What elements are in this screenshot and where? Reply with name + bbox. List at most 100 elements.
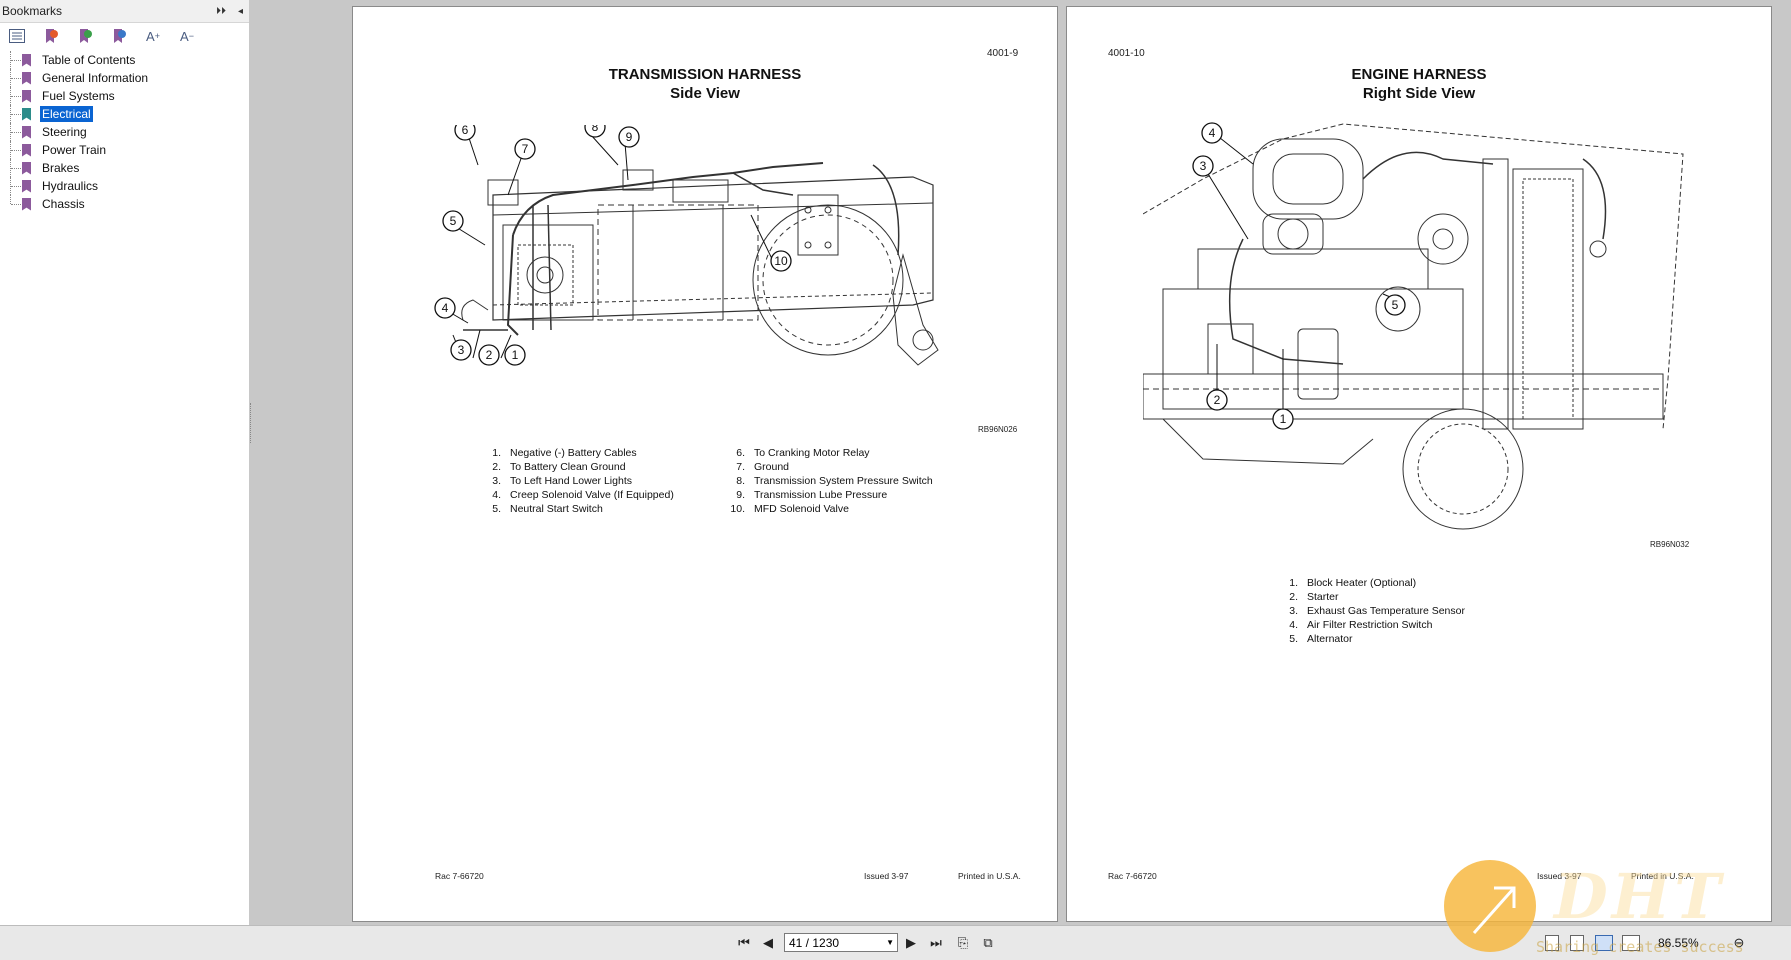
pdf-page-right: 4001-10 ENGINE HARNESS Right Side View <box>1066 6 1772 922</box>
tree-connector <box>10 105 23 123</box>
callout-5: 5 <box>442 210 464 232</box>
continuous-view-icon[interactable] <box>1570 935 1584 951</box>
first-page-icon[interactable]: ⏮ <box>738 935 750 950</box>
legend-column-2: 6.To Cranking Motor Relay 7.Ground 8.Tra… <box>729 446 933 516</box>
bookmark-icon <box>22 71 31 85</box>
bookmark-item[interactable]: Fuel Systems <box>0 87 249 105</box>
bookmark-item[interactable]: Chassis <box>0 195 249 213</box>
bookmark-icon <box>22 89 31 103</box>
footer-doc-id: Rac 7-66720 <box>1108 871 1157 881</box>
next-page-icon[interactable]: ▶ <box>906 935 916 950</box>
svg-text:3: 3 <box>458 343 465 357</box>
tree-connector <box>10 159 23 177</box>
footer-printed: Printed in U.S.A. <box>958 871 1021 881</box>
page-title: TRANSMISSION HARNESS Side View <box>353 65 1057 103</box>
last-page-icon[interactable]: ⏭ <box>930 935 942 950</box>
tree-connector <box>10 177 23 195</box>
decrease-font-icon[interactable]: A− <box>180 28 194 44</box>
bookmark-item[interactable]: General Information <box>0 69 249 87</box>
legend-item: 4.Air Filter Restriction Switch <box>1289 619 1433 631</box>
panel-close-icon[interactable]: ◂ <box>237 5 243 17</box>
legend-item: 5.Neutral Start Switch <box>492 503 603 515</box>
legend-item: 7.Ground <box>736 461 790 473</box>
bookmarks-title: Bookmarks <box>2 4 63 18</box>
bookmark-item[interactable]: Power Train <box>0 141 249 159</box>
transmission-harness-diagram: 6 7 8 9 5 4 3 2 1 10 <box>434 125 939 366</box>
callout-3: 3 <box>1192 155 1214 177</box>
previous-page-icon[interactable]: ◀ <box>763 935 773 950</box>
callout-2: 2 <box>478 344 500 366</box>
bookmark-options-icon[interactable] <box>6 26 28 46</box>
svg-text:1: 1 <box>512 348 519 362</box>
bookmark-icon <box>22 197 31 211</box>
single-page-view-icon[interactable] <box>1545 935 1559 951</box>
bookmark-label: Power Train <box>42 143 107 157</box>
zoom-out-icon[interactable]: ⊖ <box>1733 935 1745 950</box>
facing-view-icon[interactable] <box>1595 935 1613 951</box>
callout-4: 4 <box>1201 122 1223 144</box>
page-number-input[interactable]: 41 / 1230 ▼ <box>784 933 898 952</box>
legend-item: 3.To Left Hand Lower Lights <box>492 475 632 487</box>
continuous-facing-view-icon[interactable] <box>1622 935 1640 951</box>
svg-text:2: 2 <box>486 348 493 362</box>
legend-item: 9.Transmission Lube Pressure <box>736 489 888 501</box>
bookmark-item[interactable]: Hydraulics <box>0 177 249 195</box>
increase-font-icon[interactable]: A+ <box>146 28 160 44</box>
next-view-icon[interactable]: ⧉ <box>983 935 993 950</box>
add-bookmark-icon[interactable] <box>74 26 96 46</box>
tree-connector <box>10 51 23 69</box>
page-number-value: 41 / 1230 <box>789 935 840 950</box>
figure-code: RB96N032 <box>1650 540 1690 549</box>
legend-item: 8.Transmission System Pressure Switch <box>736 475 933 487</box>
splitter-grip[interactable] <box>250 403 253 443</box>
page-title: ENGINE HARNESS Right Side View <box>1067 65 1771 103</box>
bookmark-item[interactable]: Steering <box>0 123 249 141</box>
bookmark-label: Chassis <box>42 197 85 211</box>
diagram-title: ENGINE HARNESS <box>1351 66 1487 83</box>
bookmarks-toolbar: A+ A− <box>0 23 249 49</box>
tree-connector <box>10 141 23 159</box>
pdf-page-left: 4001-9 TRANSMISSION HARNESS Side View <box>352 6 1058 922</box>
svg-text:5: 5 <box>1392 298 1399 312</box>
svg-text:4: 4 <box>1209 126 1216 140</box>
diagram-subtitle: Right Side View <box>1362 85 1476 102</box>
footer-doc-id: Rac 7-66720 <box>435 871 484 881</box>
figure-code: RB96N026 <box>978 425 1018 434</box>
bookmark-item[interactable]: Electrical <box>0 105 249 123</box>
bookmark-item[interactable]: Table of Contents <box>0 51 249 69</box>
callout-10: 10 <box>770 250 792 272</box>
svg-text:4: 4 <box>442 301 449 315</box>
bookmark-icon <box>22 125 31 139</box>
zoom-level[interactable]: 86.55% <box>1658 936 1699 950</box>
callout-4: 4 <box>434 297 456 319</box>
callout-5: 5 <box>1384 294 1406 316</box>
bookmark-label: Fuel Systems <box>42 89 115 103</box>
delete-bookmark-icon[interactable] <box>108 26 130 46</box>
engine-harness-diagram: 4 3 5 2 1 <box>1143 122 1684 530</box>
bookmark-label: Brakes <box>42 161 80 175</box>
bookmark-item[interactable]: Brakes <box>0 159 249 177</box>
tree-connector <box>10 87 23 105</box>
footer-printed: Printed in U.S.A. <box>1631 871 1694 881</box>
bookmark-label: Electrical <box>40 106 93 122</box>
bookmark-icon <box>22 107 31 121</box>
callout-8: 8 <box>584 125 606 138</box>
panel-collapse-icon[interactable]: ⏵⏵ <box>215 5 226 17</box>
expand-bookmark-icon[interactable] <box>40 26 62 46</box>
panel-splitter[interactable] <box>249 0 253 925</box>
callout-1: 1 <box>1272 408 1294 430</box>
bookmark-icon <box>22 53 31 67</box>
legend-item: 2.To Battery Clean Ground <box>492 461 626 473</box>
legend-list: 1.Block Heater (Optional) 2.Starter 3.Ex… <box>1282 576 1465 646</box>
legend-item: 3.Exhaust Gas Temperature Sensor <box>1289 605 1465 617</box>
legend-column-1: 1.Negative (-) Battery Cables 2.To Batte… <box>485 446 674 516</box>
navigation-bar: ⏮ ◀ 41 / 1230 ▼ ▶ ⏭ ⎘ ⧉ 86.55% ⊖ <box>0 925 1791 960</box>
legend-item: 10.MFD Solenoid Valve <box>730 503 849 515</box>
svg-text:6: 6 <box>462 125 469 137</box>
tree-connector <box>10 123 23 141</box>
chevron-down-icon[interactable]: ▼ <box>886 938 894 947</box>
previous-view-icon[interactable]: ⎘ <box>957 935 969 950</box>
callout-3: 3 <box>450 339 472 361</box>
bookmark-label: Hydraulics <box>42 179 99 193</box>
